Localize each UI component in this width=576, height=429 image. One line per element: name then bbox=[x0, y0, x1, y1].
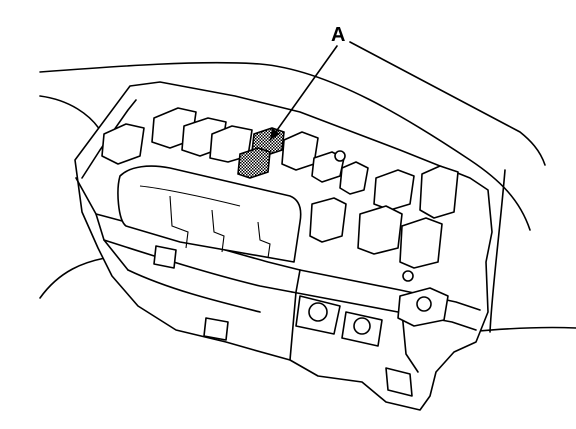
callout-label-a: A bbox=[331, 24, 346, 46]
vehicle-body-outline bbox=[39, 41, 576, 337]
callout-leader-a bbox=[269, 45, 338, 141]
top-relay-row bbox=[101, 107, 459, 282]
fuse-cover-block bbox=[117, 165, 302, 263]
lower-connectors bbox=[153, 245, 449, 397]
